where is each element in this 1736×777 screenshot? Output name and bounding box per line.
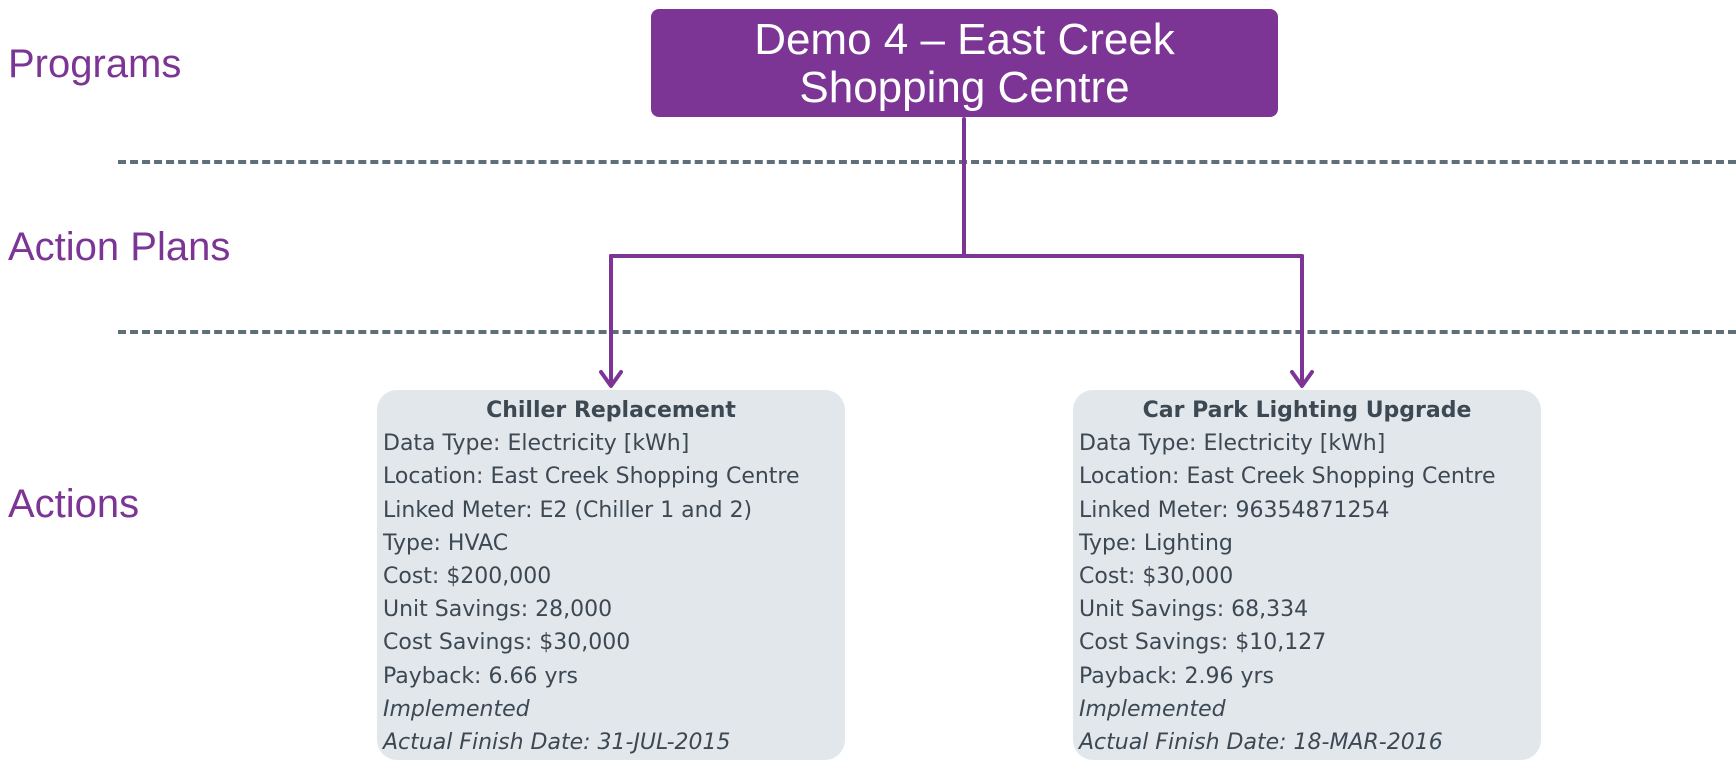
arrowhead-right — [1290, 370, 1314, 388]
tier-label-actions: Actions — [8, 482, 140, 526]
action-finish-date: Actual Finish Date: 18-MAR-2016 — [1079, 730, 1443, 756]
action-linked-meter: Linked Meter: 96354871254 — [1079, 497, 1390, 523]
action-cost: Cost: $200,000 — [383, 564, 552, 590]
program-title-line1: Demo 4 – East Creek — [754, 15, 1175, 64]
action-status: Implemented — [383, 696, 530, 722]
action-title: Car Park Lighting Upgrade — [1142, 398, 1472, 423]
action-unit-savings: Unit Savings: 68,334 — [1079, 597, 1309, 623]
action-status: Implemented — [1079, 696, 1226, 722]
arrowhead-left — [599, 370, 623, 388]
action-type: Type: HVAC — [383, 530, 509, 556]
action-data-type: Data Type: Electricity [kWh] — [1079, 431, 1386, 457]
action-linked-meter: Linked Meter: E2 (Chiller 1 and 2) — [383, 497, 753, 523]
tier-label-action-plans: Action Plans — [8, 225, 231, 269]
action-location: Location: East Creek Shopping Centre — [1079, 464, 1496, 490]
action-card-chiller-replacement[interactable]: Chiller Replacement Data Type: Electrici… — [377, 390, 845, 760]
tier-divider-top — [118, 160, 1736, 164]
action-payback: Payback: 6.66 yrs — [383, 663, 578, 689]
action-card-car-park-lighting-upgrade[interactable]: Car Park Lighting Upgrade Data Type: Ele… — [1073, 390, 1541, 760]
action-data-type: Data Type: Electricity [kWh] — [383, 431, 690, 457]
tier-label-programs: Programs — [8, 42, 182, 86]
action-cost: Cost: $30,000 — [1079, 564, 1234, 590]
action-payback: Payback: 2.96 yrs — [1079, 663, 1274, 689]
action-finish-date: Actual Finish Date: 31-JUL-2015 — [383, 730, 731, 756]
action-title: Chiller Replacement — [486, 398, 736, 423]
action-cost-savings: Cost Savings: $10,127 — [1079, 630, 1327, 656]
program-title-line2: Shopping Centre — [799, 63, 1130, 112]
action-unit-savings: Unit Savings: 28,000 — [383, 597, 613, 623]
action-location: Location: East Creek Shopping Centre — [383, 464, 800, 490]
action-cost-savings: Cost Savings: $30,000 — [383, 630, 631, 656]
tier-divider-bottom — [118, 330, 1736, 334]
program-box[interactable]: Demo 4 – East Creek Shopping Centre — [651, 9, 1278, 117]
action-type: Type: Lighting — [1079, 530, 1233, 556]
